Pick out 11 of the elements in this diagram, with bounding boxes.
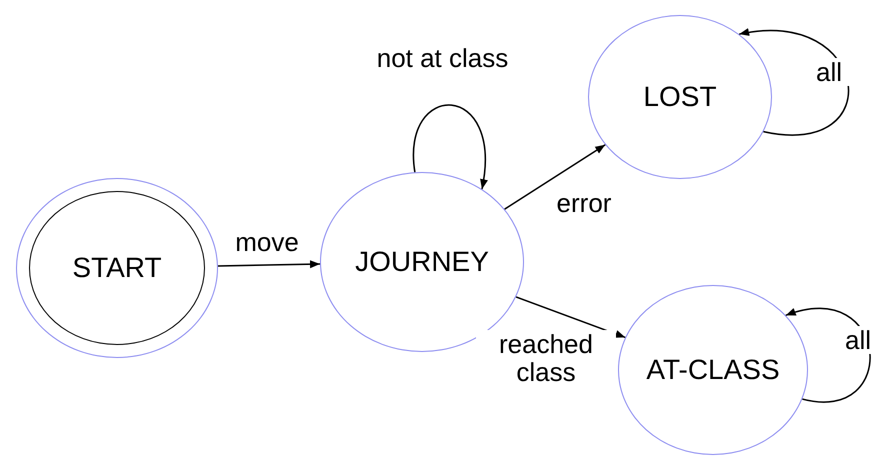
state-name: START [72,252,162,284]
arrow [412,104,488,190]
state-name: JOURNEY [355,246,489,278]
state-circle [618,285,808,455]
arrow [504,144,606,210]
state-name: AT-CLASS [646,354,780,386]
arrow [516,296,626,338]
state-name: LOST [643,81,717,113]
state-circle [16,178,218,358]
arrow [218,260,320,268]
state-circle [588,15,772,179]
